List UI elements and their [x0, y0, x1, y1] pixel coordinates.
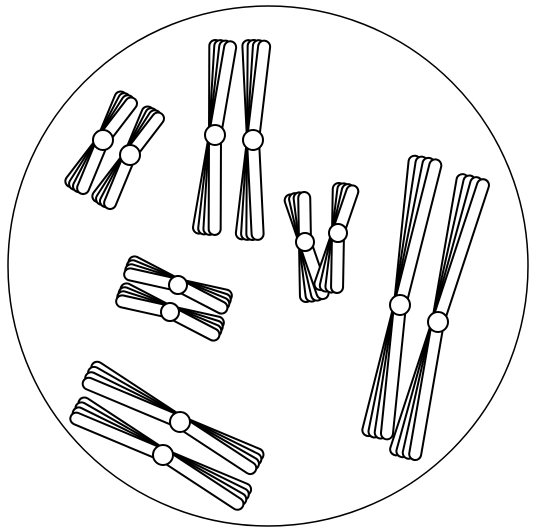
centromere — [169, 276, 187, 294]
centromere — [120, 145, 140, 165]
centromere — [243, 130, 263, 150]
centromere — [161, 303, 179, 321]
chromatid-arm-lower-4 — [209, 135, 221, 235]
centromere — [205, 125, 225, 145]
centromere — [296, 233, 314, 251]
centromere — [93, 130, 113, 150]
centromere — [428, 312, 448, 332]
centromere — [390, 295, 410, 315]
centromere — [170, 412, 190, 432]
centromere — [153, 445, 173, 465]
centromere — [329, 224, 347, 242]
